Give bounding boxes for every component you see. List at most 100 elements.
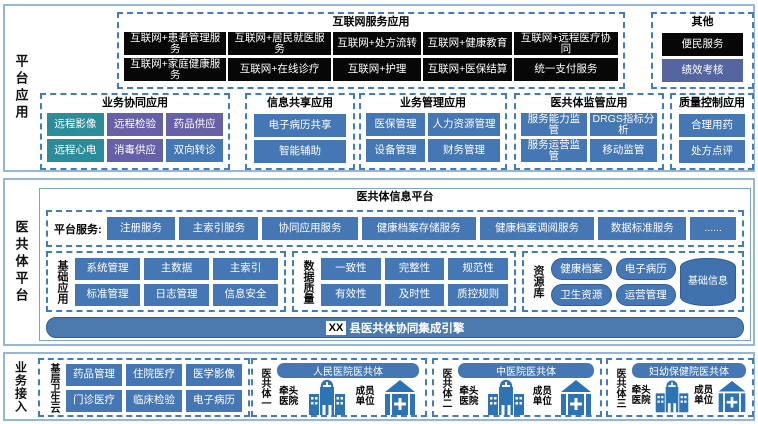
app-cell: 便民服务 — [662, 33, 743, 56]
engine-label: 县医共体协同集成引擎 — [349, 322, 465, 335]
app-cell: 及时性 — [384, 283, 445, 306]
app-cell: 药品供应 — [166, 113, 223, 136]
platform-info-title: 医共体信息平台 — [356, 191, 434, 203]
community-title: 中医院医共体 — [458, 363, 594, 378]
community-title: 人民医院医共体 — [277, 363, 419, 378]
cell-grid: 注册服务 主索引服务 协同应用服务 健康档案存储服务 健康档案调阅服务 数据标准… — [106, 217, 736, 240]
group-community-supervision: 医共体监管应用 服务能力监管 DRGS指标分析 服务运营监管 移动监管 — [514, 93, 664, 170]
service-cell: 注册服务 — [106, 217, 176, 240]
app-cell: 互联网+远程医疗协同 — [513, 32, 618, 55]
app-cell: 服务能力监管 — [521, 113, 587, 136]
app-cell: 主索引 — [213, 257, 278, 280]
app-cell: 系统管理 — [75, 257, 140, 280]
database-cylinder: 基础信息 — [680, 257, 736, 306]
service-cell: 主索引服务 — [179, 217, 259, 240]
cell-grid: 互联网+患者管理服务 互联网+居民就医服务 互联网+处方流转 互联网+健康教育 … — [119, 31, 623, 82]
app-cell: 互联网+患者管理服务 — [124, 32, 227, 55]
app-cell: 智能辅助 — [254, 140, 346, 163]
cell-grid: 系统管理 主数据 主索引 标准管理 日志管理 信息安全 — [75, 257, 278, 306]
service-cell: 健康档案调阅服务 — [479, 217, 595, 240]
service-cell: 协同应用服务 — [262, 217, 358, 240]
hospital-icon — [656, 380, 689, 413]
app-cell: 远程检验 — [106, 113, 164, 136]
app-cell: 设备管理 — [366, 139, 426, 162]
app-cell: 住院医疗 — [126, 363, 182, 386]
section-community-platform: 医共体平台 医共体信息平台 平台服务: 注册服务 主索引服务 协同应用服务 健康… — [3, 178, 755, 346]
app-cell: 统一支付服务 — [513, 58, 618, 81]
app-cell: 互联网+医保结算 — [423, 58, 512, 81]
group-internet-services: 互联网服务应用 互联网+患者管理服务 互联网+居民就医服务 互联网+处方流转 互… — [117, 12, 625, 89]
app-cell: 主数据 — [144, 257, 209, 280]
app-cell: 医保管理 — [366, 113, 426, 136]
group-label: 平台服务: — [54, 223, 102, 236]
service-cell: 数据标准服务 — [598, 217, 687, 240]
group-grassroots-health-cloud: 基层卫生云 药品管理 住院医疗 医学影像 门诊医疗 临床检验 电子病历 — [38, 358, 250, 417]
rail-business-access: 业务接入 — [5, 354, 37, 419]
group-business-collab: 业务协同应用 远程影像 远程检验 药品供应 远程心电 消毒供应 双向转诊 — [40, 93, 230, 170]
app-cell: 电子病历共享 — [254, 114, 346, 137]
lead-hospital-label: 牵头医院 — [631, 384, 651, 406]
app-cell: DRGS指标分析 — [589, 113, 657, 136]
app-cell: 移动监管 — [589, 139, 657, 162]
app-cell: 双向转诊 — [166, 139, 223, 162]
app-cell: 互联网+护理 — [332, 58, 422, 81]
app-cell: 互联网+居民就医服务 — [228, 32, 331, 55]
platform-info-box: 医共体信息平台 平台服务: 注册服务 主索引服务 协同应用服务 健康档案存储服务… — [39, 188, 751, 341]
group-info-share: 信息共享应用 电子病历共享 智能辅助 — [245, 93, 355, 170]
app-cell: 处方点评 — [679, 140, 745, 163]
app-cell: 财务管理 — [428, 139, 500, 162]
app-cell: 电子病历 — [186, 389, 242, 412]
group-platform-services: 平台服务: 注册服务 主索引服务 协同应用服务 健康档案存储服务 健康档案调阅服… — [46, 210, 744, 247]
hospital-icon — [308, 379, 345, 415]
rail-label: 医共体平台 — [13, 219, 29, 305]
member-unit-icon — [561, 380, 592, 415]
group-title: 医共体监管应用 — [550, 97, 628, 109]
group-label: 资源库 — [532, 265, 544, 298]
cell-grid: 药品管理 住院医疗 医学影像 门诊医疗 临床检验 电子病历 — [66, 363, 242, 412]
rail-platform-apps: 平台应用 — [5, 6, 37, 170]
group-other: 其他 便民服务 绩效考核 — [651, 12, 754, 89]
group-community-1: 医共体一 人民医院医共体 牵头医院 成员单位 — [251, 358, 427, 417]
cell-grid: 电子病历共享 智能辅助 — [247, 112, 353, 165]
member-unit-icon — [385, 380, 416, 415]
app-cell: 完整性 — [384, 257, 445, 280]
group-resource-repository: 资源库 健康档案 电子病历 基础信息 卫生资源 运营管理 — [522, 251, 744, 312]
app-cell: 合理用药 — [679, 114, 745, 137]
service-cell: 健康档案存储服务 — [361, 217, 476, 240]
member-unit-icon — [718, 380, 746, 412]
app-cell: 远程心电 — [47, 139, 104, 162]
cell-grid: 远程影像 远程检验 药品供应 远程心电 消毒供应 双向转诊 — [42, 112, 228, 163]
app-cell: 一致性 — [321, 257, 381, 280]
group-data-quality: 数据质量 一致性 完整性 规范性 有效性 及时性 质控规则 — [292, 251, 516, 312]
engine-prefix: XX — [325, 320, 347, 335]
cell-grid: 便民服务 绩效考核 — [653, 31, 752, 84]
group-community-2: 医共体二 中医院医共体 牵头医院 成员单位 — [432, 358, 602, 417]
group-base-apps: 基础应用 系统管理 主数据 主索引 标准管理 日志管理 信息安全 — [46, 251, 286, 312]
group-community-3: 医共体三 妇幼保健院医共体 牵头医院 成员单位 — [606, 358, 754, 417]
app-cell: 药品管理 — [66, 363, 122, 386]
section-platform-apps: 平台应用 互联网服务应用 互联网+患者管理服务 互联网+居民就医服务 互联网+处… — [3, 4, 755, 172]
repo-pill: 卫生资源 — [551, 283, 612, 306]
member-unit-label: 成员单位 — [355, 385, 375, 407]
rail-label: 业务接入 — [13, 360, 28, 413]
repo-pill: 电子病历 — [615, 257, 676, 280]
community-title: 妇幼保健院医共体 — [632, 363, 746, 378]
group-label: 基础应用 — [56, 259, 68, 304]
app-cell: 有效性 — [321, 283, 381, 306]
community-side-label: 医共体三 — [614, 367, 625, 408]
member-unit-label: 成员单位 — [694, 384, 714, 406]
group-title: 其他 — [691, 16, 714, 28]
app-cell: 互联网+健康教育 — [423, 32, 512, 55]
app-cell: 信息安全 — [213, 283, 278, 306]
rail-label: 平台应用 — [13, 54, 29, 122]
service-cell: ...... — [690, 217, 736, 240]
cell-grid: 服务能力监管 DRGS指标分析 服务运营监管 移动监管 — [516, 112, 662, 163]
group-label: 基层卫生云 — [48, 362, 59, 413]
community-side-label: 医共体二 — [440, 367, 451, 408]
cell-grid: 一致性 完整性 规范性 有效性 及时性 质控规则 — [321, 257, 508, 306]
lead-hospital-label: 牵头医院 — [279, 385, 299, 407]
section-business-access: 业务接入 基层卫生云 药品管理 住院医疗 医学影像 门诊医疗 临床检验 电子病历… — [3, 352, 755, 421]
app-cell: 消毒供应 — [106, 139, 164, 162]
group-title: 业务协同应用 — [102, 97, 168, 109]
